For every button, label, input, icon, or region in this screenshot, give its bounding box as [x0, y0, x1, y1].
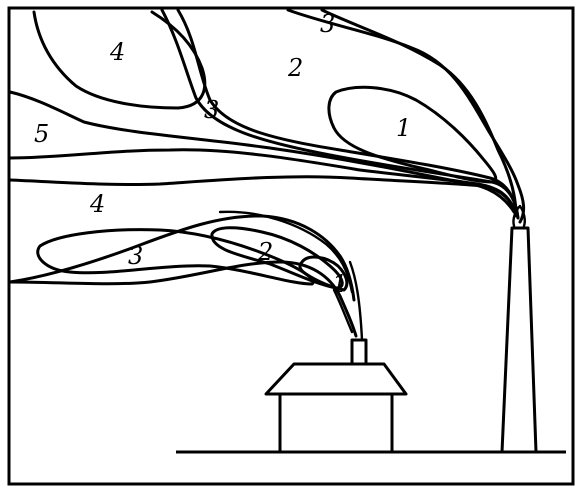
label-upper-middle-zone: 2 — [287, 54, 303, 82]
short-plume-stem-right — [350, 262, 362, 340]
house-body — [280, 394, 392, 452]
label-upper-left-zone: 4 — [109, 38, 125, 66]
label-lower-left-zone: 3 — [128, 242, 143, 270]
label-upper-inner-zone: 1 — [396, 114, 411, 142]
label-upper-top-zone: 3 — [320, 10, 335, 38]
label-lower-middle-zone: 2 — [257, 238, 273, 266]
tall-plume-zone3-inner-boundary — [322, 10, 516, 215]
label-lower-outer-zone: 4 — [89, 190, 105, 218]
label-lower-inner-zone: 1 — [332, 270, 347, 298]
label-far-left-zone: 5 — [34, 120, 49, 148]
label-upper-divider-zone: 3 — [204, 96, 219, 124]
house-roof — [266, 364, 406, 394]
tall-plume-zone2-left-boundary — [178, 10, 518, 218]
tall-plume-zone5-upper-boundary — [10, 92, 514, 212]
tall-chimney — [502, 228, 536, 452]
short-chimney — [352, 340, 366, 366]
tall-plume-zone4-upper-boundary — [10, 177, 516, 216]
